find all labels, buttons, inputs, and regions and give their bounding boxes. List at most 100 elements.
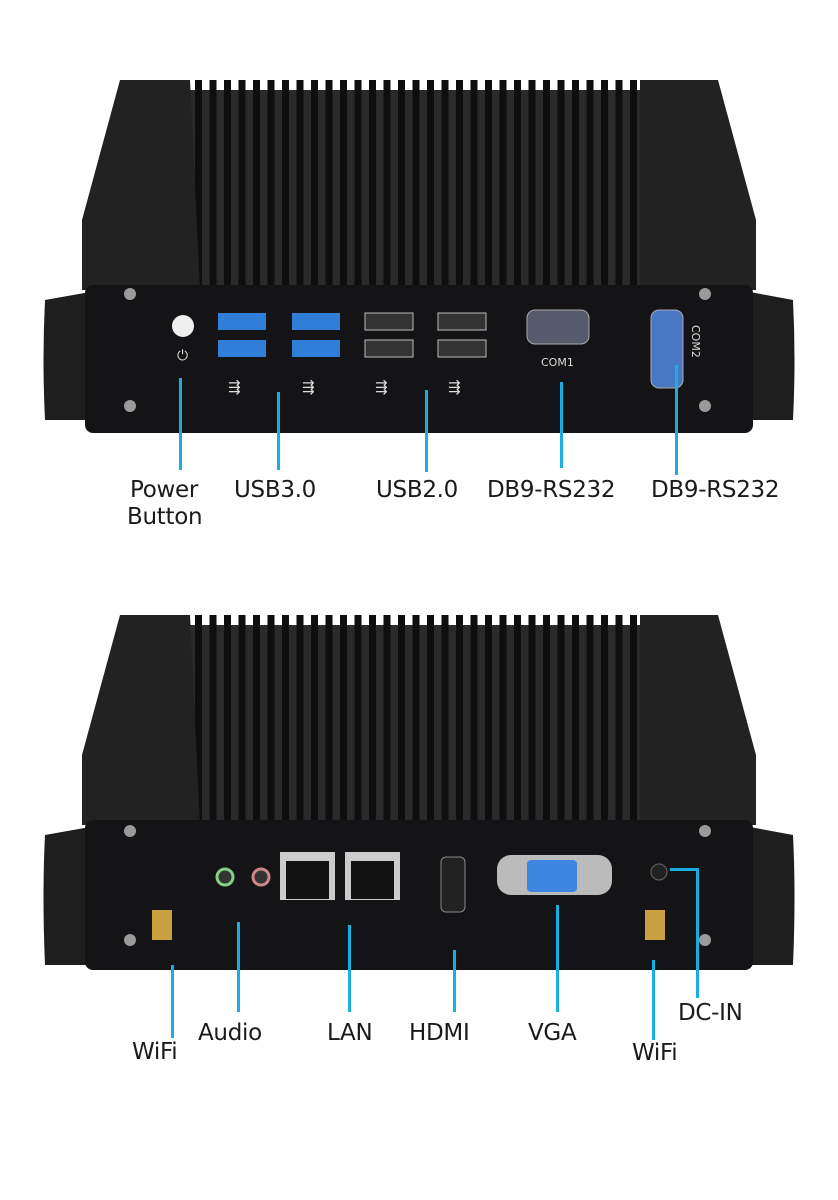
hdmi-port: [440, 856, 466, 913]
screws: [124, 288, 711, 412]
label-power-line1: Power: [130, 477, 199, 503]
heatsink-fin: [485, 80, 492, 285]
heatsink-fin: [369, 615, 376, 820]
label-lan: LAN: [327, 1020, 373, 1046]
svg-text:⇶: ⇶: [302, 378, 315, 396]
heatsink-fin: [253, 80, 260, 285]
heatsink-fin: [557, 80, 565, 285]
label-com2: DB9-RS232: [651, 477, 780, 503]
wifi-antenna-right: [645, 910, 665, 940]
label-usb2: USB2.0: [376, 477, 458, 503]
heatsink-fin: [441, 615, 449, 820]
heatsink-fin: [456, 615, 463, 820]
dc-in-port: [650, 863, 668, 881]
heatsink-fin: [601, 80, 608, 285]
vga-port: [527, 860, 577, 892]
heatsink-fin: [615, 615, 623, 820]
heatsink-fin: [470, 80, 478, 285]
label-wifi-left: WiFi: [132, 1039, 178, 1065]
com1-mark: COM1: [541, 356, 574, 369]
callout-line-dcin-v: [696, 868, 699, 998]
heatsink-fin: [514, 615, 521, 820]
heatsink-fin: [398, 80, 405, 285]
heatsink-fin: [340, 80, 347, 285]
label-audio: Audio: [198, 1020, 262, 1046]
mini-pc-front-view: ⏻ ⇶ ⇶ ⇶ ⇶ COM1 COM2: [43, 80, 795, 433]
heatsink-fin: [572, 80, 579, 285]
heatsink-fin: [630, 615, 637, 820]
heatsink-fin: [311, 615, 318, 820]
left-flange: [43, 292, 90, 420]
label-vga: VGA: [528, 1020, 577, 1046]
heatsink-fin: [296, 615, 304, 820]
heatsink-fin: [601, 615, 608, 820]
heatsink-fin: [528, 80, 536, 285]
heatsink-fin: [311, 80, 318, 285]
label-hdmi: HDMI: [409, 1020, 470, 1046]
rear-panel: [85, 820, 753, 970]
heatsink-fin: [369, 80, 376, 285]
callout-line-power: [179, 378, 182, 470]
heatsink-fin: [412, 615, 420, 820]
right-flange: [750, 827, 795, 965]
heatsink-fin: [557, 615, 565, 820]
lan-ports: [280, 852, 400, 900]
callout-line-com1: [560, 382, 563, 468]
label-com1: DB9-RS232: [487, 477, 616, 503]
heatsink-fin: [253, 615, 260, 820]
heatsink-fins: [190, 615, 652, 825]
heatsink-fin: [383, 80, 391, 285]
heatsink-fin: [499, 615, 507, 820]
heatsink-fin: [586, 80, 594, 285]
left-flange: [43, 827, 90, 965]
heatsink-fin: [572, 615, 579, 820]
left-side-hump: [82, 615, 200, 825]
wifi-antenna-left: [152, 910, 172, 940]
heatsink-fin: [296, 80, 304, 285]
heatsink-fins: [190, 80, 652, 290]
heatsink-fin: [267, 615, 275, 820]
heatsink-fin: [586, 615, 594, 820]
heatsink-fin: [470, 615, 478, 820]
heatsink-fin: [412, 80, 420, 285]
left-side-hump: [82, 80, 200, 290]
heatsink-fin: [441, 80, 449, 285]
heatsink-fin: [267, 80, 275, 285]
heatsink-fin: [282, 80, 289, 285]
heatsink-fin: [485, 615, 492, 820]
usb2-ports: [364, 312, 487, 358]
heatsink-fin: [543, 80, 550, 285]
heatsink-fin: [398, 615, 405, 820]
label-wifi-right: WiFi: [632, 1040, 678, 1066]
heatsink-fin: [514, 80, 521, 285]
svg-text:⇶: ⇶: [228, 378, 241, 396]
heatsink-fin: [340, 615, 347, 820]
right-side-hump: [640, 80, 756, 290]
heatsink-fin: [325, 80, 333, 285]
callout-line-usb2: [425, 390, 428, 472]
heatsink-fin: [427, 80, 434, 285]
svg-text:⇶: ⇶: [448, 378, 461, 396]
heatsink-fin: [456, 80, 463, 285]
screws: [124, 825, 711, 946]
heatsink-fin: [630, 80, 637, 285]
heatsink-fin: [224, 615, 231, 820]
right-side-hump: [640, 615, 756, 825]
mini-pc-rear-view: [43, 615, 795, 970]
mic-jack: [251, 867, 271, 887]
heatsink-fin: [354, 80, 362, 285]
callout-line-wifi-right: [652, 960, 655, 1040]
headphone-jack: [215, 867, 235, 887]
heatsink-fin: [528, 615, 536, 820]
com2-mark: COM2: [689, 325, 702, 358]
power-icon: ⏻: [177, 348, 188, 364]
heatsink-fin: [615, 80, 623, 285]
svg-text:⇶: ⇶: [375, 378, 388, 396]
heatsink-fin: [282, 615, 289, 820]
power-button[interactable]: [172, 315, 194, 337]
callout-line-dcin-h: [670, 868, 699, 871]
heatsink-fin: [543, 615, 550, 820]
heatsink-fin: [354, 615, 362, 820]
label-power-line2: Button: [127, 504, 203, 530]
label-dc-in: DC-IN: [678, 1000, 743, 1026]
